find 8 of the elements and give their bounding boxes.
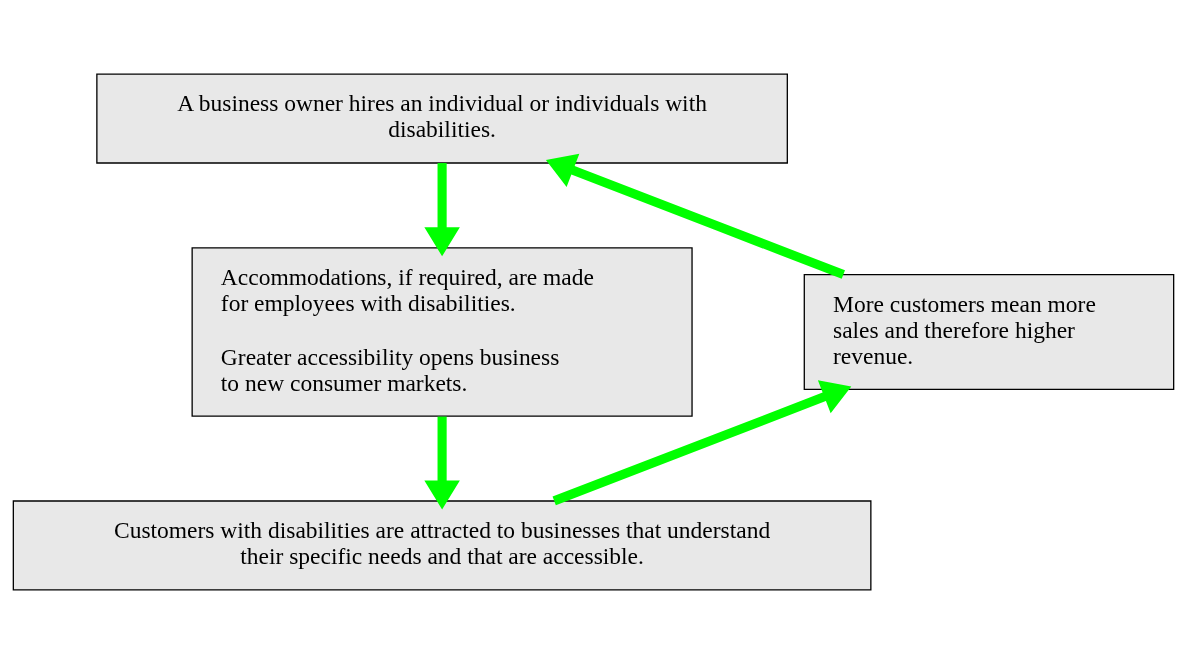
node-box: A business owner hires an individual or individuals with disabilities.: [96, 73, 788, 164]
arrow: [545, 153, 845, 279]
arrow: [424, 163, 460, 257]
node-box: More customers mean more sales and therefore higher revenue.: [803, 273, 1175, 391]
arrow: [424, 416, 460, 510]
node-box: Accommodations, if required, are made for employees with disabilities. Greater accessibility opens business to new consumer markets.: [191, 247, 693, 417]
arrow: [552, 380, 852, 506]
node-box: Customers with disabilities are attracted to businesses that understand their specific needs and that are accessible.: [12, 500, 872, 591]
